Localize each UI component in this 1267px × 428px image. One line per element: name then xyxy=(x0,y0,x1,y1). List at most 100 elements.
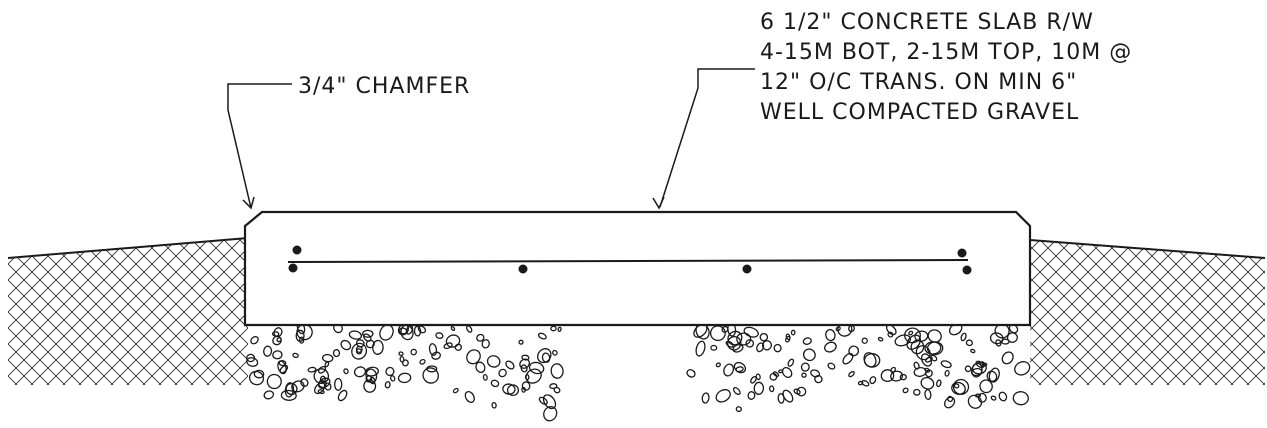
gravel-stone xyxy=(890,366,897,373)
gravel-stone xyxy=(861,337,868,344)
gravel-stone xyxy=(340,339,352,351)
gravel-stone xyxy=(861,380,870,387)
gravel-stone xyxy=(466,349,481,365)
gravel-stone xyxy=(723,363,735,377)
gravel-stone xyxy=(285,382,298,396)
gravel-stone xyxy=(686,369,696,378)
gravel-stone xyxy=(835,326,841,332)
gravel-stone xyxy=(787,358,795,367)
gravel-stone xyxy=(397,372,412,384)
gravel-stone xyxy=(863,353,881,368)
gravel-stone xyxy=(550,363,564,379)
gravel-stone xyxy=(735,406,742,413)
gravel-stone xyxy=(756,342,765,353)
gravel-stone xyxy=(334,377,343,391)
gravel-stone xyxy=(913,367,927,377)
gravel-stone xyxy=(505,360,515,370)
gravel-stone xyxy=(476,333,485,342)
gravel-stone xyxy=(318,365,327,374)
gravel-stone xyxy=(695,340,706,357)
gravel-stone xyxy=(343,368,349,375)
gravel-stone xyxy=(541,352,551,363)
gravel-stone xyxy=(773,343,782,353)
gravel-stone xyxy=(947,395,954,403)
gravel-bed xyxy=(246,321,1031,422)
gravel-stone xyxy=(924,388,932,401)
gravel-stone xyxy=(422,367,439,384)
soil-right xyxy=(1029,239,1266,385)
gravel-stone xyxy=(913,388,921,396)
gravel-stone xyxy=(419,358,426,365)
gravel-stone xyxy=(974,393,982,398)
gravel-stone xyxy=(848,345,860,357)
gravel-stone xyxy=(936,379,942,388)
gravel-stone xyxy=(314,382,326,395)
gravel-stone xyxy=(490,379,500,388)
gravel-stone xyxy=(502,383,516,395)
gravel-stone xyxy=(802,348,816,362)
gravel-stone xyxy=(781,367,793,378)
gravel-stone xyxy=(445,334,461,348)
gravel-stone xyxy=(743,326,759,338)
gravel-stone xyxy=(324,361,330,368)
gravel-stone xyxy=(263,345,273,357)
gravel-stone xyxy=(537,348,552,364)
gravel-stone xyxy=(518,339,524,345)
gravel-stone xyxy=(827,362,836,370)
gravel-stone xyxy=(745,339,755,348)
gravel-stone xyxy=(735,366,744,373)
gravel-stone xyxy=(1012,391,1029,406)
gravel-stone xyxy=(998,391,1008,402)
gravel-stone xyxy=(753,381,765,395)
gravel-stone xyxy=(848,370,855,378)
gravel-stone xyxy=(519,358,530,369)
gravel-stone xyxy=(385,366,395,377)
gravel-stone xyxy=(824,341,837,353)
rebar-top-right xyxy=(957,248,967,258)
gravel-stone xyxy=(747,391,756,400)
gravel-stone xyxy=(271,331,280,337)
gravel-stone xyxy=(452,387,459,394)
gravel-stone xyxy=(295,329,305,342)
slab-spec-line-2: 4-15M BOT, 2-15M TOP, 10M @ xyxy=(760,40,1133,65)
gravel-stone xyxy=(464,391,475,403)
gravel-stone xyxy=(318,377,331,389)
gravel-stone xyxy=(398,351,404,357)
gravel-stone xyxy=(521,381,531,391)
rebar-bottom-mid-right xyxy=(742,264,752,274)
gravel-stone xyxy=(777,393,785,404)
gravel-stone xyxy=(466,325,473,333)
gravel-stone xyxy=(990,395,997,401)
gravel-stone xyxy=(384,381,391,389)
gravel-stone xyxy=(759,332,769,342)
gravel-stone xyxy=(929,354,938,362)
gravel-stone xyxy=(750,375,757,384)
gravel-stone xyxy=(362,329,374,338)
gravel-stone xyxy=(1001,351,1014,365)
gravel-stone xyxy=(528,361,545,375)
gravel-stone xyxy=(920,376,935,390)
gravel-stone xyxy=(431,351,441,360)
gravel-stone xyxy=(908,330,914,336)
gravel-stone xyxy=(769,385,775,393)
gravel-stone xyxy=(291,380,305,393)
soil-left xyxy=(7,237,249,385)
gravel-stone xyxy=(491,401,497,409)
gravel-stone xyxy=(413,325,422,337)
gravel-stone xyxy=(307,366,317,373)
gravel-stone xyxy=(524,374,530,381)
gravel-stone xyxy=(475,361,486,374)
gravel-stone xyxy=(319,375,326,383)
gravel-stone xyxy=(542,394,557,410)
gravel-stone xyxy=(498,368,507,378)
gravel-stone xyxy=(710,344,718,351)
concrete-slab xyxy=(243,210,1032,327)
gravel-stone xyxy=(410,348,417,356)
gravel-stone xyxy=(246,353,256,363)
gravel-stone xyxy=(769,372,778,381)
gravel-stone xyxy=(521,354,530,361)
rebar-bottom-left xyxy=(288,263,298,273)
gravel-stone xyxy=(877,336,884,342)
gravel-stone xyxy=(317,389,325,395)
gravel-stone xyxy=(977,392,987,403)
